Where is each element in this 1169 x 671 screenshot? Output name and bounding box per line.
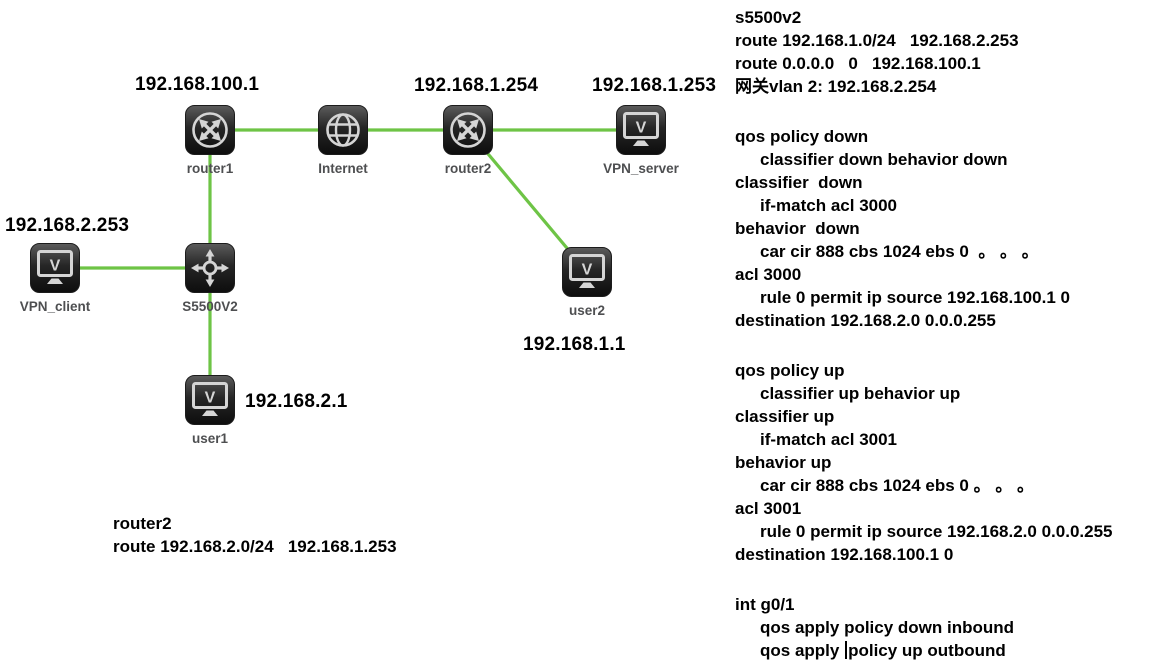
config-line: route 192.168.1.0/24 192.168.2.253 <box>735 31 1019 50</box>
node-router2[interactable]: router2 <box>443 105 493 176</box>
text-caret <box>845 641 848 659</box>
config-line: acl 3000 <box>735 265 802 284</box>
config-section-3: int g0/1 qos apply policy down inbound qos… <box>735 593 1112 662</box>
config-line: 网关vlan 2: 192.168.2.254 <box>735 77 937 96</box>
node-label-s5500v2: S5500V2 <box>182 299 238 314</box>
config-line-text: qos apply <box>760 641 845 660</box>
config-line: rule 0 permit ip source 192.168.100.1 0 <box>760 288 1070 307</box>
config-line: acl 3001 <box>735 499 802 518</box>
config-line: qos apply policy down inbound <box>760 618 1015 637</box>
config-line: if-match acl 3000 <box>760 196 898 215</box>
config-line: rule 0 permit ip source 192.168.2.0 0.0.… <box>760 522 1113 541</box>
globe-icon <box>318 105 368 155</box>
config-line: qos policy up <box>735 361 845 380</box>
config-line: if-match acl 3001 <box>760 430 898 449</box>
node-label-router1: router1 <box>186 161 234 176</box>
config-line: behavior up <box>735 453 832 472</box>
config-line: behavior down <box>735 219 860 238</box>
node-internet[interactable]: Internet <box>318 105 368 176</box>
node-vpn-server[interactable]: V VPN_server <box>603 105 679 176</box>
config-line: classifier up <box>735 407 835 426</box>
config-line: router2 <box>113 514 172 533</box>
node-label-vpn-server: VPN_server <box>603 161 679 176</box>
vpn-host-icon: V <box>616 105 666 155</box>
node-label-user1: user1 <box>191 431 229 446</box>
node-label-internet: Internet <box>318 161 368 176</box>
config-line: car cir 888 cbs 1024 ebs 0 。 。 。 <box>760 242 1039 261</box>
ip-label: 192.168.1.254 <box>414 75 539 96</box>
router2-note: router2 route 192.168.2.0/24 192.168.1.25… <box>113 512 397 558</box>
switch-icon <box>185 243 235 293</box>
ip-label: 192.168.2.253 <box>5 215 130 236</box>
svg-text:V: V <box>636 120 647 137</box>
router-icon <box>443 105 493 155</box>
config-line: classifier down <box>735 173 863 192</box>
svg-text:V: V <box>50 258 61 275</box>
vpn-host-icon: V <box>562 247 612 297</box>
config-section-0: s5500v2 route 192.168.1.0/24 192.168.2.25… <box>735 6 1112 98</box>
ip-label: 192.168.100.1 <box>135 74 260 95</box>
node-router1[interactable]: router1 <box>185 105 235 176</box>
config-line-text: policy up outbound <box>848 641 1006 660</box>
node-label-vpn-client: VPN_client <box>19 299 91 314</box>
config-line: route 0.0.0.0 0 192.168.100.1 <box>735 54 981 73</box>
svg-text:V: V <box>205 390 216 407</box>
config-line: s5500v2 <box>735 8 802 27</box>
svg-text:V: V <box>582 262 593 279</box>
config-line: classifier up behavior up <box>760 384 961 403</box>
config-line: destination 192.168.100.1 0 <box>735 545 954 564</box>
config-notes: s5500v2 route 192.168.1.0/24 192.168.2.25… <box>735 6 1112 671</box>
config-line: car cir 888 cbs 1024 ebs 0 。 。 。 <box>760 476 1035 495</box>
router-icon <box>185 105 235 155</box>
node-label-router2: router2 <box>444 161 492 176</box>
ip-label: 192.168.1.253 <box>592 75 717 96</box>
config-line: qos apply policy up outbound <box>735 639 1112 662</box>
node-vpn-client[interactable]: V VPN_client <box>20 243 90 314</box>
config-line: int g0/1 <box>735 595 795 614</box>
config-section-1: qos policy down classifier down behavior … <box>735 125 1112 332</box>
config-line: destination 192.168.2.0 0.0.0.255 <box>735 311 996 330</box>
node-s5500v2[interactable]: S5500V2 <box>182 243 238 314</box>
vpn-host-icon: V <box>30 243 80 293</box>
config-line: classifier down behavior down <box>760 150 1008 169</box>
config-section-2: qos policy up classifier up behavior up cl… <box>735 359 1112 566</box>
config-line: route 192.168.2.0/24 192.168.1.253 <box>113 537 397 556</box>
vpn-host-icon: V <box>185 375 235 425</box>
ip-label: 192.168.1.1 <box>523 334 626 355</box>
ip-label: 192.168.2.1 <box>245 391 348 412</box>
config-line: qos policy down <box>735 127 869 146</box>
node-label-user2: user2 <box>568 303 606 318</box>
